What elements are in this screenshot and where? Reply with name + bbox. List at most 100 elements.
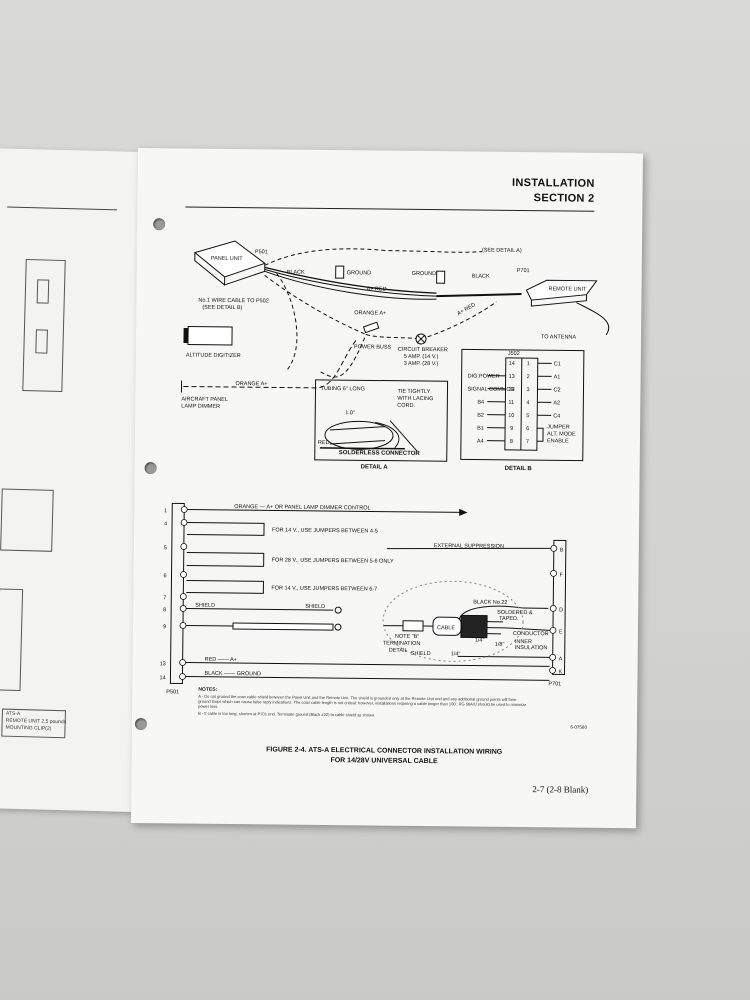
shield-wire-1 [186,608,334,611]
label-solderless: SOLDERLESS CONNECTOR [339,450,421,457]
label-note-b: NOTE "B" [395,634,419,640]
detail-b-left-label: A4 [477,439,484,445]
label-insulation: INSULATION [515,645,548,651]
label-enable: ENABLE [547,438,569,444]
label-jumper: JUMPER [547,424,570,430]
tubing-ellipse [324,420,394,450]
pin-p501 [179,605,187,612]
label-dim-1-4b: 1/4" [451,651,461,657]
label-black2: BLACK [472,274,490,280]
p501-pin-label: 4 [164,521,167,527]
label-orange-a2: ORANGE A+ [236,381,268,387]
label-termination: TERMINATION [383,641,421,647]
label-panel-unit: PANEL UNIT [211,256,243,262]
label-j502: J502 [508,351,520,357]
notes-title: NOTES: [198,686,218,693]
label-no1-wire: No.1 WIRE CABLE TO P502 [198,298,268,305]
label-power-buss: POWER BUSS [354,344,392,350]
detail-b-right-label: A2 [553,400,560,406]
p501-pin-label: 6 [163,573,166,579]
p501-pin-label: 9 [163,624,166,630]
p501-pin-label: 8 [163,607,166,613]
shield-terminal [334,623,342,631]
pin-p701 [550,544,558,552]
document-page: INSTALLATION SECTION 2 [130,148,643,829]
label-detail: DETAIL [389,648,408,654]
lacing-cord [375,420,418,452]
ground-dashed-wire [264,248,482,266]
p701-pin-label: E [559,629,563,635]
label-tie-tightly: TIE TIGHTLY [397,389,430,395]
label-jumper-28: FOR 28 V., USE JUMPERS BETWEEN 5-6 ONLY [272,557,394,564]
left-page-slot [36,279,50,304]
j502-pin: 13 [509,374,515,380]
label-external: EXTERNAL SUPPRESSION [434,543,504,550]
ground-clamp [335,265,345,279]
j502-pin: 11 [508,400,514,406]
label-shield3: SHIELD [411,651,431,657]
pin-p501 [179,673,186,680]
label-altitude-digitizer: ALTITUDE DIGITIZER [186,353,241,360]
pin-p701 [549,653,557,661]
jumper-6-7 [536,427,544,442]
label-cb-3amp: 3 AMP. (28 V.) [404,361,439,367]
detail-b-right-label: A1 [554,374,561,380]
label-see-detail-a: (SEE DETAIL A) [482,248,522,254]
label-red: RED [318,440,330,446]
label-ground1: GROUND [347,270,372,276]
harness-wire [264,268,437,297]
label-cord: CORD. [397,403,415,409]
label-cb-5amp: 5 AMP. (14 V.) [404,354,439,360]
reference-number: 6-07580 [570,724,587,730]
label-alt-mode: ALT. MODE [547,431,576,437]
j502-pin: 3 [526,387,529,393]
label-red-a: RED —— A+ [205,657,237,663]
label-inner: INNER [515,639,532,645]
j502-pin: 4 [526,400,529,406]
j502-pin: 12 [508,387,514,393]
p701-pin-label: D [559,607,563,613]
j502-pin: 2 [527,374,530,380]
detail-b-right-label: C2 [553,387,560,393]
left-facing-page: ATS-A REMOTE UNIT 2.5 pounds MOUNTING CL… [0,148,149,812]
left-page-outline [0,588,24,692]
p501-pin-label: 5 [164,545,167,551]
pin-p501 [180,543,188,550]
cb-red-wire [420,301,497,340]
label-a-red: A+ RED [367,286,387,292]
label-ground2: GROUND [412,271,437,277]
p701-pin-label: K [558,669,562,675]
pin-p501 [179,593,187,600]
wiring-diagram: PANEL UNIT P501 BLACK GROUND GROUND (SEE… [159,240,610,695]
label-lamp-dimmer: LAMP DIMMER [181,403,220,409]
j502-right-leads [537,362,552,416]
label-circuit-breaker: CIRCUIT BREAKER [398,347,448,354]
jumper-6-7-bottom [186,580,264,594]
j502-left-leads [486,375,506,442]
digitizer-dashed-wire [276,273,298,372]
p501-pin-label: 14 [159,675,165,681]
label-detail-a: DETAIL A [361,464,389,470]
termination-block [402,620,424,632]
dimmer-route [320,334,367,378]
label-dim-1: 1.0" [345,410,355,416]
antenna-lead [576,302,610,336]
panel-unit-side [194,252,226,286]
label-remote-unit: REMOTE UNIT [549,286,588,292]
label-dim-1-8: 1/8" [495,642,505,648]
left-page-rule [7,206,118,211]
shield-to-pin [457,655,550,658]
j502-pin: 10 [508,413,514,419]
conductor-to-pin [504,627,550,631]
cb-dashed-wire [365,333,422,340]
p701-pin-label: A [559,656,563,662]
black-no22-wire [458,605,549,620]
label-taped: TAPED. [499,616,519,622]
pin-p501 [180,571,187,578]
jumper-4-5 [186,522,265,536]
red-a-wire [185,662,550,667]
label-jumper-14b: FOR 14 V., USE JUMPERS BETWEEN 6-7 [271,585,377,592]
detail-a-box [314,379,449,462]
page-number: 2-7 (2-8 Blank) [532,784,589,795]
detail-b-left-label: DIG.POWER [468,373,500,379]
